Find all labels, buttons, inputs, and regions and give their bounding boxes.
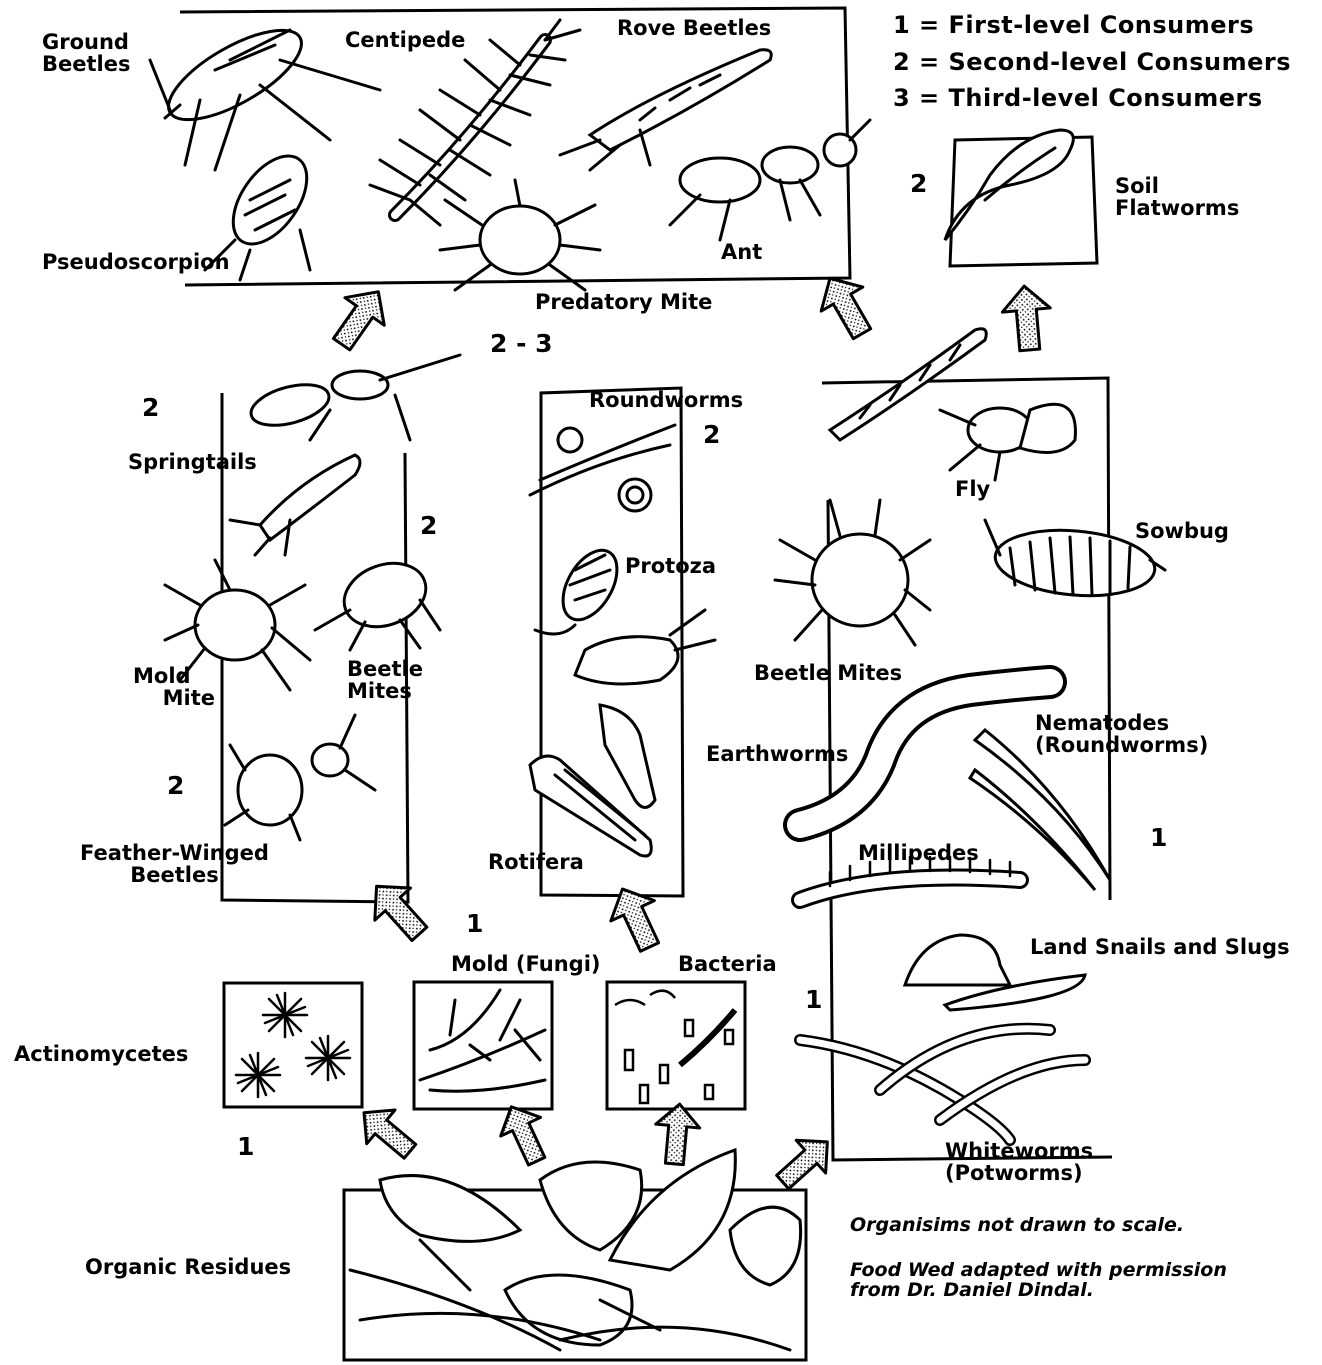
level-actinomycetes: 1	[237, 1136, 254, 1158]
label-roundworms: Roundworms	[589, 389, 743, 411]
label-mold-fungi: Mold (Fungi)	[451, 953, 601, 975]
arrow-to-microfauna	[601, 879, 672, 957]
fly-drawing	[940, 404, 1075, 480]
larva-drawing	[830, 329, 986, 440]
level-predators: 2 - 3	[490, 333, 553, 355]
label-beetle-mites-right: Beetle Mites	[754, 662, 902, 684]
rotifer-drawing	[530, 705, 655, 856]
level-left-lower: 2	[167, 775, 184, 797]
whiteworm-drawing	[800, 1029, 1085, 1140]
beetle-mite-right-drawing	[775, 500, 930, 645]
label-millipedes: Millipedes	[858, 842, 979, 864]
feather-winged-beetle-drawing	[225, 715, 375, 840]
label-ant: Ant	[721, 241, 762, 263]
label-land-snails-slugs: Land Snails and Slugs	[1030, 936, 1290, 958]
wasp-drawing	[247, 355, 460, 440]
ant-drawing	[670, 120, 870, 240]
label-bacteria: Bacteria	[678, 953, 777, 975]
label-nematodes: Nematodes(Roundworms)	[1035, 712, 1208, 756]
label-soil-flatworms: SoilFlatworms	[1115, 175, 1239, 219]
label-whiteworms: Whiteworms(Potworms)	[945, 1140, 1093, 1184]
label-sowbug: Sowbug	[1135, 520, 1229, 542]
label-feather-winged-beetles: Feather-WingedBeetles	[67, 842, 282, 886]
label-actinomycetes: Actinomycetes	[14, 1043, 188, 1065]
fungi-drawing	[420, 990, 545, 1091]
label-mold-mite: MoldMite	[125, 665, 215, 709]
roundworm-drawing	[530, 425, 675, 511]
label-predatory-mite: Predatory Mite	[535, 291, 712, 313]
arrow-to-detritivores	[768, 1126, 842, 1199]
label-pseudoscorpion: Pseudoscorpion	[42, 251, 230, 273]
level-whiteworms: 1	[805, 989, 822, 1011]
bacteria-drawing	[615, 991, 735, 1103]
level-flatworms: 2	[910, 173, 927, 195]
beetle-mite-left-drawing	[315, 552, 440, 650]
arrow-to-predators-left	[322, 278, 398, 358]
organic-residues-drawing	[350, 1150, 801, 1350]
label-rove-beetles: Rove Beetles	[617, 17, 771, 39]
label-springtails: Springtails	[128, 451, 257, 473]
label-centipede: Centipede	[345, 29, 465, 51]
label-ground-beetles: GroundBeetles	[42, 31, 130, 75]
soil-flatworm-drawing	[945, 130, 1073, 240]
label-protoza: Protoza	[625, 555, 716, 577]
level-left-upper: 2	[142, 397, 159, 419]
arrow-to-microarthropods	[359, 870, 437, 950]
rove-beetle-drawing	[560, 50, 771, 170]
label-rotifera: Rotifera	[488, 851, 584, 873]
arrow-to-flatworms	[1000, 284, 1053, 352]
level-fungi: 1	[466, 913, 483, 935]
level-roundworms: 2	[703, 424, 720, 446]
label-earthworms: Earthworms	[706, 743, 848, 765]
note-not-to-scale: Organisims not drawn to scale.	[850, 1215, 1184, 1235]
label-fly: Fly	[955, 478, 990, 500]
label-organic-residues: Organic Residues	[85, 1256, 291, 1278]
legend-second-level: 2 = Second-level Consumers	[893, 51, 1291, 73]
arrow-to-bacteria	[652, 1102, 701, 1166]
predatory-mite-drawing	[440, 180, 600, 290]
note-credit: Food Wed adapted with permissionfrom Dr.…	[850, 1260, 1227, 1300]
legend-first-level: 1 = First-level Consumers	[893, 14, 1254, 36]
actinomycetes-drawing	[236, 993, 350, 1097]
label-beetle-mites-left: BeetleMites	[347, 658, 423, 702]
level-left-mid: 2	[420, 515, 437, 537]
level-nematodes: 1	[1150, 827, 1167, 849]
legend-third-level: 3 = Third-level Consumers	[893, 87, 1263, 109]
